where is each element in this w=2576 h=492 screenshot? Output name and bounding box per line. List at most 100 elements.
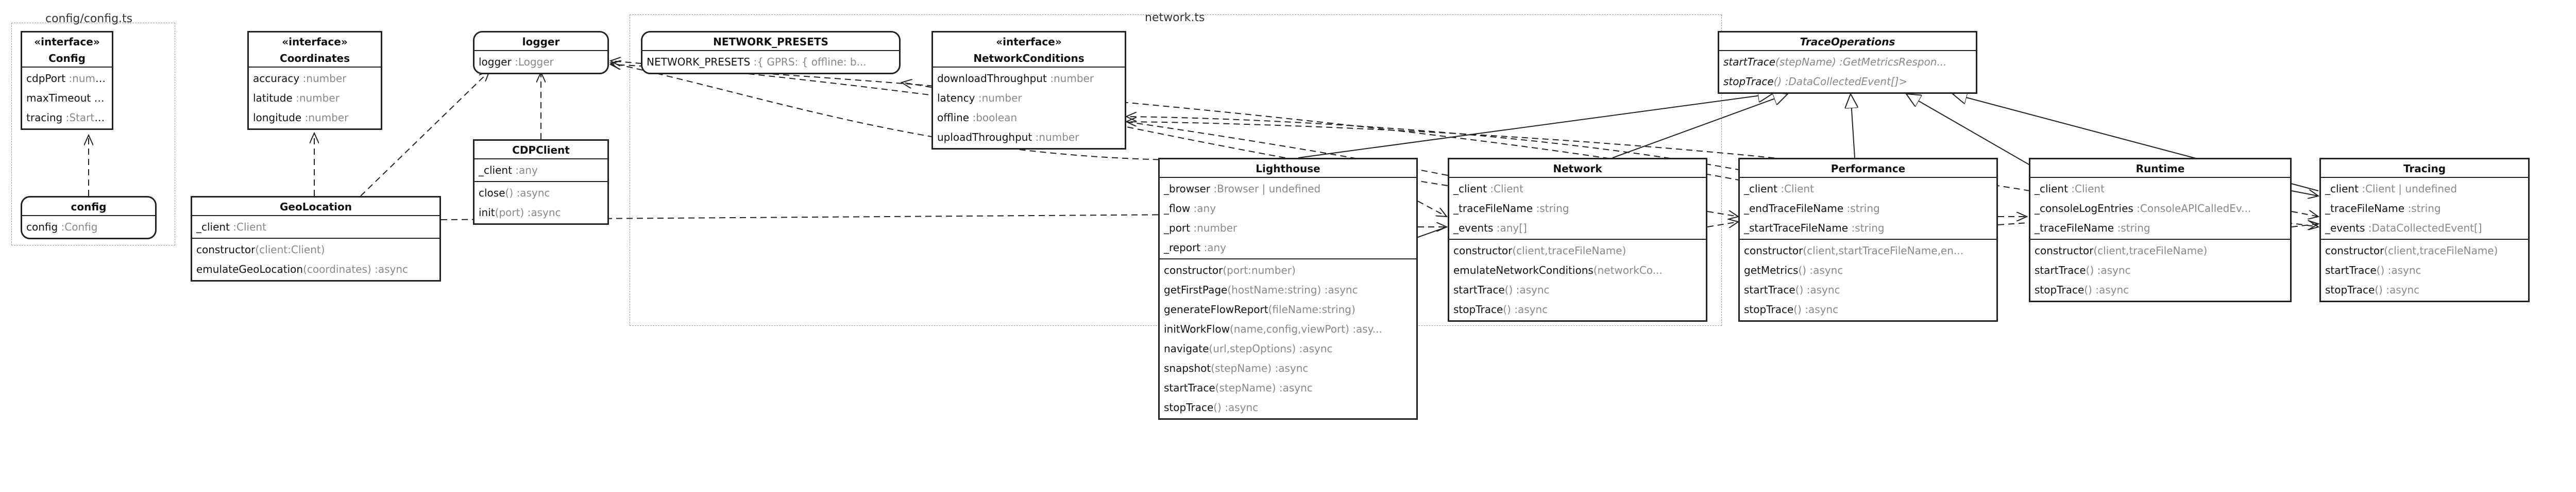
field-row: _client :Client xyxy=(1744,183,1814,195)
edge-lighthouse-to-logger xyxy=(611,63,1170,160)
method-row: snapshot(stepName) :async xyxy=(1164,362,1309,374)
edge-network-implements xyxy=(1612,94,1788,158)
method-row: emulateGeoLocation(coordinates) :async xyxy=(196,263,409,275)
edge-runtime-to-tracing xyxy=(2291,211,2318,217)
class-name: Runtime xyxy=(2136,162,2185,175)
method-row: getMetrics() :async xyxy=(1744,264,1843,276)
method-row: initWorkFlow(name,config,viewPort) :asy.… xyxy=(1164,323,1382,335)
attribute-row: uploadThroughput :number xyxy=(937,131,1079,143)
edge-performance-to-networkconditions xyxy=(1126,117,1742,171)
class-name: Lighthouse xyxy=(1256,162,1320,175)
method-row: stopTrace() :async xyxy=(2035,284,2129,296)
class-name: NetworkConditions xyxy=(973,52,1084,64)
attribute-row: logger :Logger xyxy=(479,56,554,68)
method-row: startTrace() :async xyxy=(2035,264,2131,276)
edge-geolocation-to-logger xyxy=(360,71,489,196)
class-name: NETWORK_PRESETS xyxy=(713,36,828,48)
edge-network-to-tracing-solid xyxy=(2291,191,2318,196)
attribute-row: cdpPort :number xyxy=(26,72,112,85)
class-tracing[interactable]: Tracing _client :Client | undefined _tra… xyxy=(2319,158,2530,302)
field-row: _client :Client xyxy=(1453,183,1523,195)
class-traceoperations[interactable]: TraceOperations startTrace(stepName) :Ge… xyxy=(1718,31,1977,94)
method-row: constructor(client,traceFileName) xyxy=(2035,244,2208,257)
field-row: _browser :Browser | undefined xyxy=(1164,183,1321,195)
attribute-row: config :Config xyxy=(26,221,98,233)
package-network-label: network.ts xyxy=(1145,11,1205,24)
field-row: _events :any[] xyxy=(1453,222,1527,234)
method-row: init(port) :async xyxy=(479,206,561,219)
class-cdpclient[interactable]: CDPClient _client :any close() :async in… xyxy=(473,139,609,225)
method-row: constructor(client,startTraceFileName,en… xyxy=(1744,244,1963,257)
method-row: stopTrace() :async xyxy=(1453,303,1548,316)
edge-lighthouse-to-network-solid xyxy=(1417,226,1447,238)
package-config-label: config/config.ts xyxy=(45,12,133,25)
edge-lighthouse-implements xyxy=(1298,94,1772,158)
class-name: TraceOperations xyxy=(1800,36,1895,48)
attribute-row: downloadThroughput :number xyxy=(937,72,1094,85)
edge-performance-to-logger xyxy=(611,64,1742,181)
attribute-row: accuracy :number xyxy=(253,72,347,85)
class-name: config xyxy=(71,201,107,213)
stereotype: «interface» xyxy=(34,36,100,48)
edge-lighthouse-to-network xyxy=(1417,201,1447,217)
field-row: _client :Client | undefined xyxy=(2325,183,2458,195)
stereotype: «interface» xyxy=(282,36,348,48)
class-name: GeoLocation xyxy=(280,201,352,213)
stereotype: «interface» xyxy=(996,36,1062,48)
class-network-presets[interactable]: NETWORK_PRESETS NETWORK_PRESETS :{ GPRS:… xyxy=(641,31,901,74)
method-row: startTrace(stepName) :GetMetricsRespon..… xyxy=(1723,56,1947,68)
class-name: Config xyxy=(48,52,86,64)
method-row: startTrace() :async xyxy=(1744,284,1840,296)
class-network[interactable]: Network _client :Client _traceFileName :… xyxy=(1448,158,1707,322)
method-row: stopTrace() :async xyxy=(1744,303,1839,316)
attribute-row: latency :number xyxy=(937,92,1022,104)
attribute-row: longitude :number xyxy=(253,111,349,124)
field-row: _port :number xyxy=(1164,222,1238,234)
edge-network-to-performance-2 xyxy=(1707,222,1738,227)
method-row: constructor(port:number) xyxy=(1164,264,1296,276)
method-row: stopTrace() :DataCollectedEvent[]> xyxy=(1723,75,1908,88)
attribute-row: tracing :StartRequest xyxy=(26,111,112,124)
field-row: _client :any xyxy=(479,164,538,176)
method-row: emulateNetworkConditions(networkCo... xyxy=(1453,264,1663,276)
field-row: _events :DataCollectedEvent[] xyxy=(2325,222,2482,234)
method-row: getFirstPage(hostName:string) :async xyxy=(1164,284,1358,296)
method-row: stopTrace() :async xyxy=(1164,401,1259,414)
class-logger[interactable]: logger logger :Logger xyxy=(473,31,609,74)
class-name: Coordinates xyxy=(280,52,350,64)
attribute-row: maxTimeout :number xyxy=(26,92,112,104)
class-coordinates[interactable]: «interface»Coordinates accuracy :number … xyxy=(247,31,382,130)
edge-runtime-to-tracing-2 xyxy=(2291,224,2318,227)
class-config-interface[interactable]: «interface» Config cdpPort :number maxTim… xyxy=(21,31,113,130)
class-geolocation[interactable]: GeoLocation _client :Client constructor(… xyxy=(191,196,441,282)
class-performance[interactable]: Performance _client :Client _endTraceFil… xyxy=(1738,158,1998,322)
method-row: startTrace(stepName) :async xyxy=(1164,382,1313,394)
class-networkconditions[interactable]: «interface» NetworkConditions downloadThr… xyxy=(931,31,1126,150)
field-row: _traceFileName :string xyxy=(1453,202,1569,215)
method-row: stopTrace() :async xyxy=(2325,284,2420,296)
method-row: constructor(client,traceFileName) xyxy=(2325,244,2498,257)
field-row: _traceFileName :string xyxy=(2325,202,2441,215)
field-row: _traceFileName :string xyxy=(2035,222,2150,234)
field-row: _client :Client xyxy=(196,221,266,233)
attribute-row: latitude :number xyxy=(253,92,340,104)
field-row: _client :Client xyxy=(2035,183,2105,195)
class-runtime[interactable]: Runtime _client :Client _consoleLogEntri… xyxy=(2029,158,2292,302)
field-row: _startTraceFileName :string xyxy=(1744,222,1885,234)
method-row: startTrace() :async xyxy=(2325,264,2421,276)
edge-network-to-performance xyxy=(1707,211,1738,217)
class-name: Performance xyxy=(1831,162,1906,175)
method-row: generateFlowReport(fileName:string) xyxy=(1164,303,1355,316)
method-row: constructor(client:Client) xyxy=(196,243,325,256)
edge-runtime-implements xyxy=(1906,94,2030,166)
attribute-row: offline :boolean xyxy=(937,111,1018,124)
class-lighthouse[interactable]: Lighthouse _browser :Browser | undefined… xyxy=(1158,158,1418,420)
class-name: logger xyxy=(522,36,560,48)
method-row: startTrace() :async xyxy=(1453,284,1550,296)
field-row: _consoleLogEntries :ConsoleAPICalledEv..… xyxy=(2035,202,2251,215)
package-config xyxy=(11,23,175,245)
field-row: _endTraceFileName :string xyxy=(1744,202,1880,215)
class-config-object[interactable]: config config :Config xyxy=(21,196,157,239)
method-row: navigate(url,stepOptions) :async xyxy=(1164,342,1333,355)
class-name: CDPClient xyxy=(512,144,570,156)
